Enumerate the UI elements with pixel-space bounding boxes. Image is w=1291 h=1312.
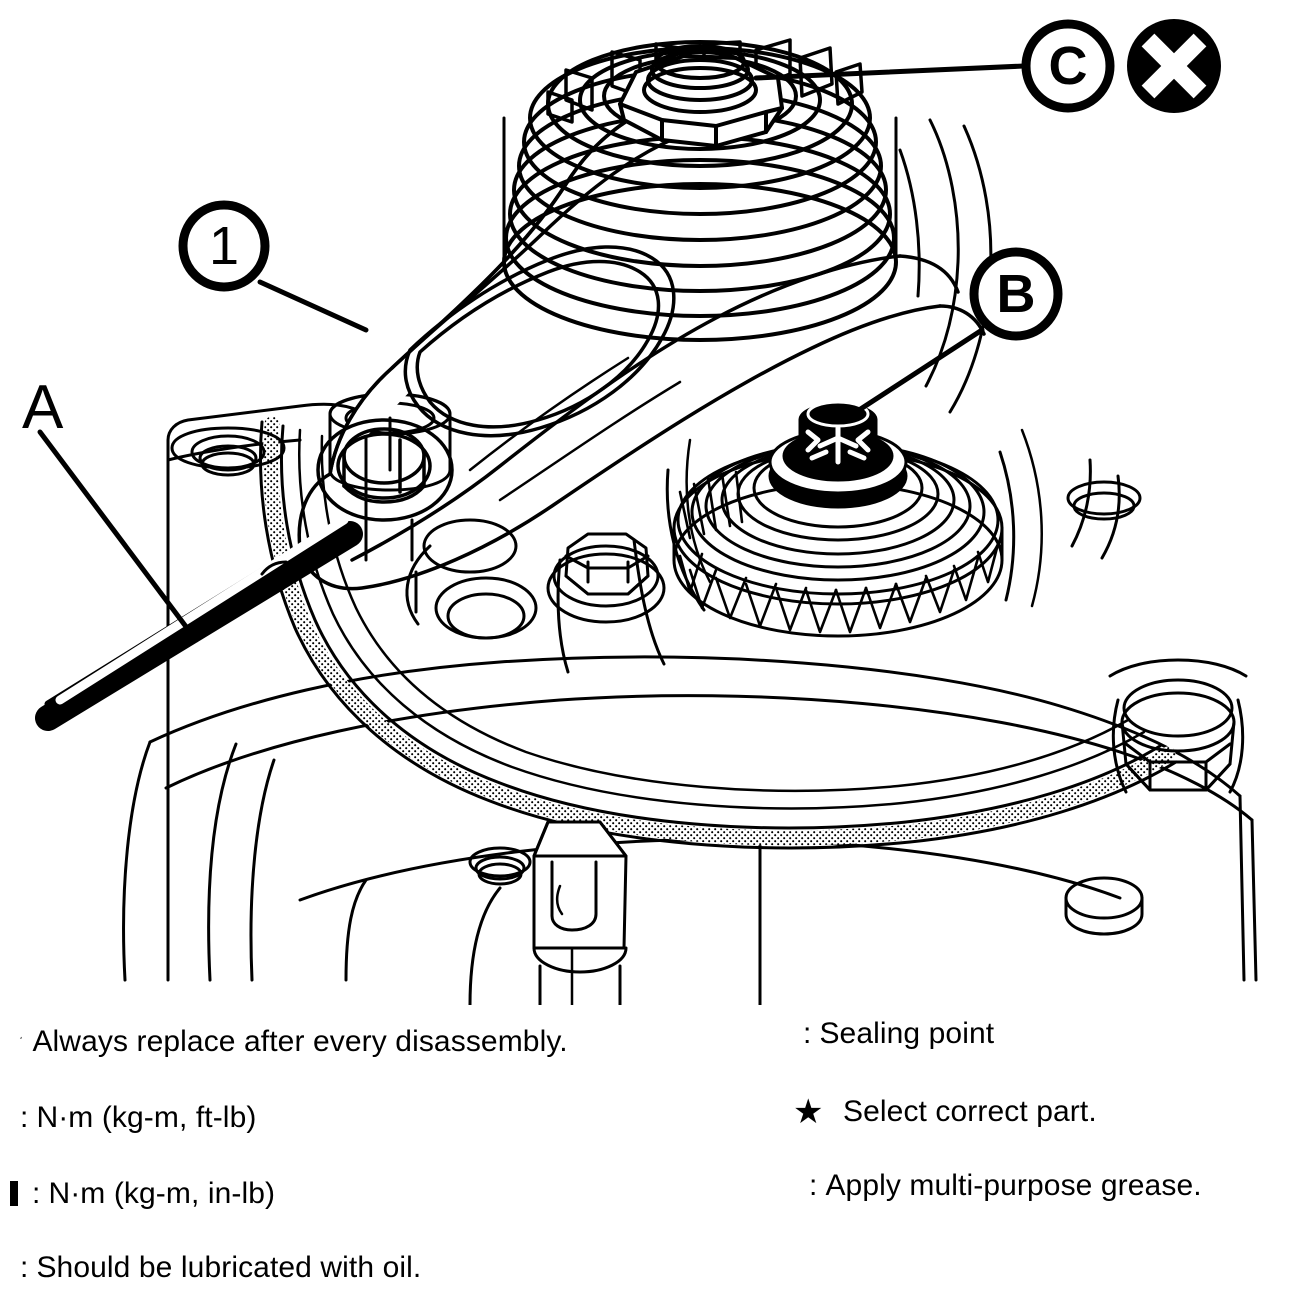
splined-hub xyxy=(798,400,878,472)
legend: : Always replace after every disassembly… xyxy=(0,1005,1291,1312)
helical-gear-assembly xyxy=(665,400,1043,638)
case-boss-left xyxy=(170,426,286,477)
center-hex-nut xyxy=(618,44,784,148)
legend-label: N·m (kg-m, in-lb) xyxy=(48,1177,276,1210)
illustration-canvas: 1 B C A xyxy=(22,19,1258,1005)
legend-label: Always replace after every disassembly. xyxy=(32,1025,568,1058)
legend-item-oil: : Should be lubricated with oil. xyxy=(10,1253,421,1283)
leader-lines xyxy=(257,63,1027,415)
gasket-sealing-surface xyxy=(259,416,1178,850)
legend-separator: : xyxy=(32,1177,41,1210)
ribbed-boot-assembly xyxy=(502,38,898,342)
case-apertures xyxy=(405,518,666,674)
legend-item-always-replace: : Always replace after every disassembly… xyxy=(10,1027,568,1057)
legend-separator: : xyxy=(16,1025,25,1058)
legend-separator: : xyxy=(20,1251,29,1284)
callout-B-label: B xyxy=(997,264,1036,324)
callout-1: 1 xyxy=(178,200,270,292)
legend-label: Select correct part. xyxy=(843,1095,1097,1128)
torque-wrench-inlb-icon xyxy=(10,1181,18,1206)
star-icon: ★ xyxy=(793,1093,824,1131)
gear-teeth xyxy=(678,470,1000,634)
hex-bolt-center xyxy=(546,532,666,624)
callout-1-label: 1 xyxy=(209,216,239,276)
round-plug-lower-right xyxy=(1064,876,1144,936)
legend-item-grease: : Apply multi-purpose grease. xyxy=(793,1169,1202,1221)
legend-separator: : xyxy=(809,1169,818,1202)
hex-plug-right xyxy=(1108,658,1248,794)
legend-label: N·m (kg-m, ft-lb) xyxy=(36,1101,257,1134)
leader-line-1 xyxy=(257,279,369,333)
replace-marker-c-icon xyxy=(1127,19,1221,113)
leader-line-B xyxy=(853,327,985,415)
transaxle-case-body xyxy=(122,402,1258,1005)
legend-item-torque-inlb: : N·m (kg-m, in-lb) xyxy=(10,1179,275,1209)
leader-line-A xyxy=(37,429,199,643)
callout-A-label: A xyxy=(22,373,64,442)
legend-item-sealing-point: : Sealing point xyxy=(793,1017,995,1079)
legend-item-select-part: ★ Select correct part. xyxy=(793,1095,1097,1129)
legend-label: Should be lubricated with oil. xyxy=(36,1251,422,1284)
legend-item-torque-ftlb: : N·m (kg-m, ft-lb) xyxy=(10,1103,256,1133)
shift-rod-A xyxy=(35,515,363,731)
legend-label: Apply multi-purpose grease. xyxy=(825,1169,1202,1202)
mechanical-illustration: 1 B C A xyxy=(22,19,1258,1005)
callout-group: 1 B C A xyxy=(22,19,1221,442)
legend-separator: : xyxy=(20,1101,29,1134)
callout-C: C xyxy=(1021,19,1115,113)
electrical-connector xyxy=(468,820,628,1005)
callout-C-label: C xyxy=(1049,36,1088,96)
callout-A: A xyxy=(22,373,64,442)
leader-line-C xyxy=(753,63,1027,81)
legend-label: Sealing point xyxy=(819,1017,995,1050)
legend-separator: : xyxy=(803,1017,812,1050)
callout-B: B xyxy=(969,247,1063,341)
